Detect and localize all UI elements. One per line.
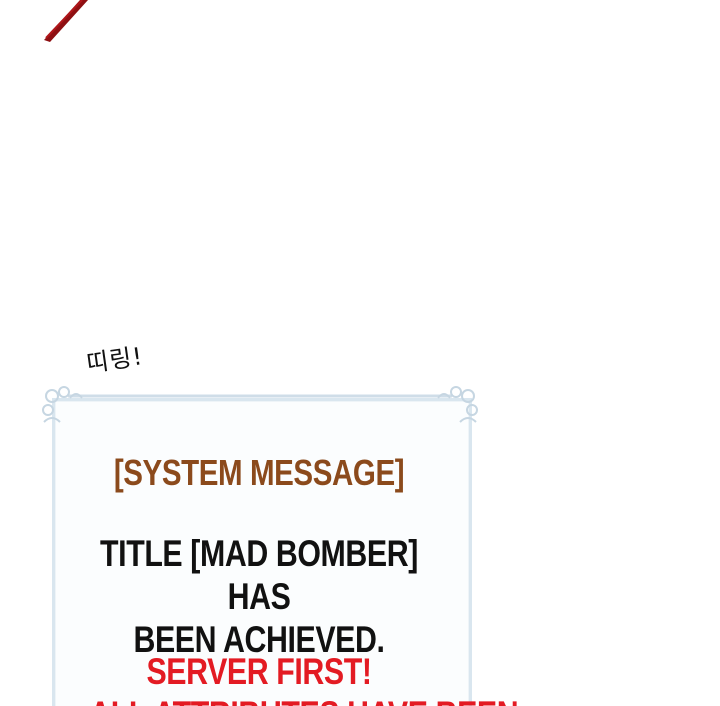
ornate-corner-right [437,386,478,423]
ornate-frame-top [42,386,478,423]
alert-line: ALL ATTRIBUTES HAVE BEEN [89,693,518,706]
ornate-corner-left [42,386,83,423]
alert-line: SERVER FIRST! [146,651,372,692]
system-message-window [52,398,472,706]
body-line: BEEN ACHIEVED. [133,619,385,660]
system-message-body: TITLE [MAD BOMBER] HAS BEEN ACHIEVED. [89,532,428,661]
system-message-alert: SERVER FIRST! ALL ATTRIBUTES HAVE BEEN [89,650,518,706]
body-line: TITLE [MAD BOMBER] HAS [100,533,418,617]
slash-stroke [44,0,88,42]
sound-effect-text: 띠링! [84,342,145,378]
system-message-header: [SYSTEM MESSAGE] [113,452,405,493]
